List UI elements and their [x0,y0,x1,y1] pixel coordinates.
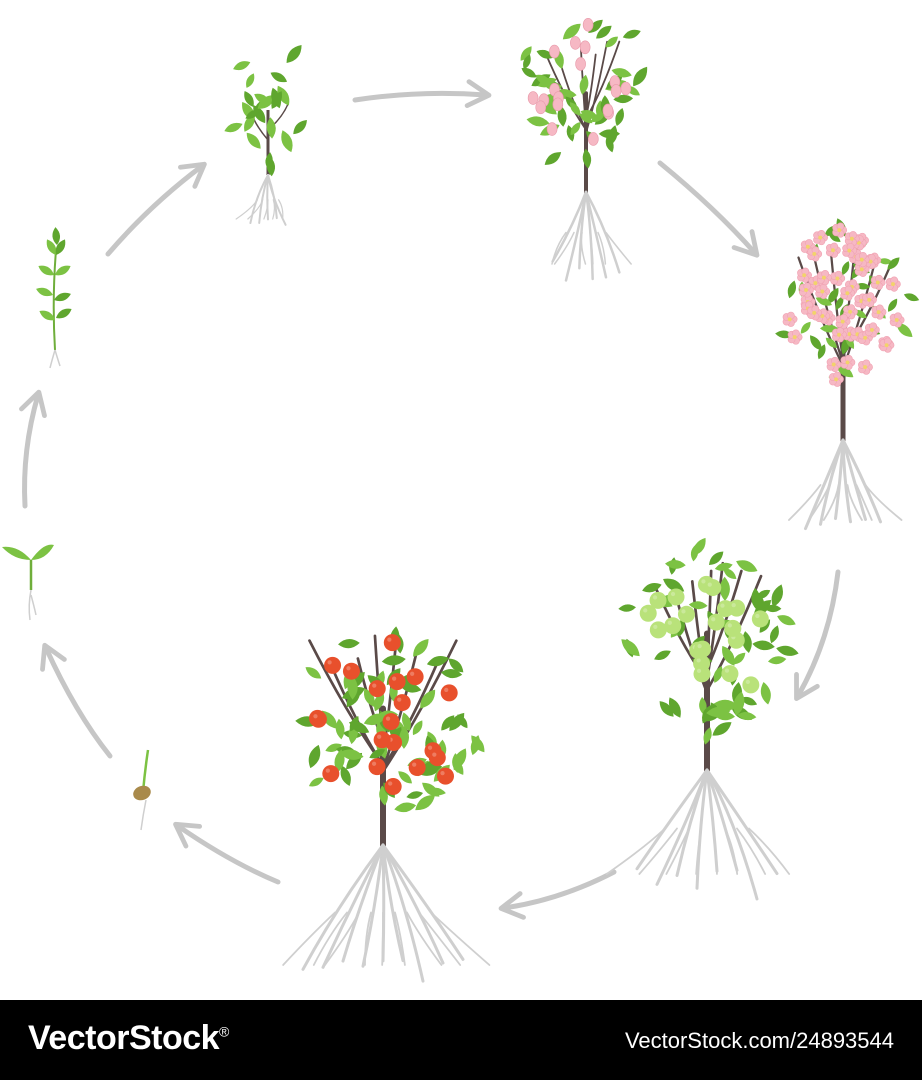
lifecycle-diagram [2,17,920,983]
young-plant-stage [224,44,307,226]
seed-icon [133,785,151,801]
seed-germination-stage [133,749,151,831]
vectorstock-logo: VectorStock® [28,1019,229,1057]
arrow-seedling-to-young [105,161,207,257]
arrow-budding-to-flowering [657,160,760,258]
image-id-label: VectorStock.com/24893544 [624,1028,894,1053]
arrow-sprout-to-seedling [19,389,47,509]
green-fruit-tree-stage [605,537,799,901]
sprout-stage [2,544,54,621]
arrow-flowering-to-green-fruit [794,569,841,702]
flowering-tree-stage [775,218,920,531]
budding-tree-stage [520,17,648,282]
lifecycle-svg [2,17,920,983]
arrow-ripe-to-seed [173,821,281,885]
arrow-green-fruit-to-ripe [498,869,617,920]
ripe-fruit-tree-stage [282,626,491,983]
seedling-stage [36,227,72,369]
arrow-seed-to-sprout [40,642,113,759]
arrow-young-to-budding [352,79,492,109]
watermark-footer: VectorStock® VectorStock.com/24893544 [0,1000,922,1080]
arrows-group [19,79,841,920]
